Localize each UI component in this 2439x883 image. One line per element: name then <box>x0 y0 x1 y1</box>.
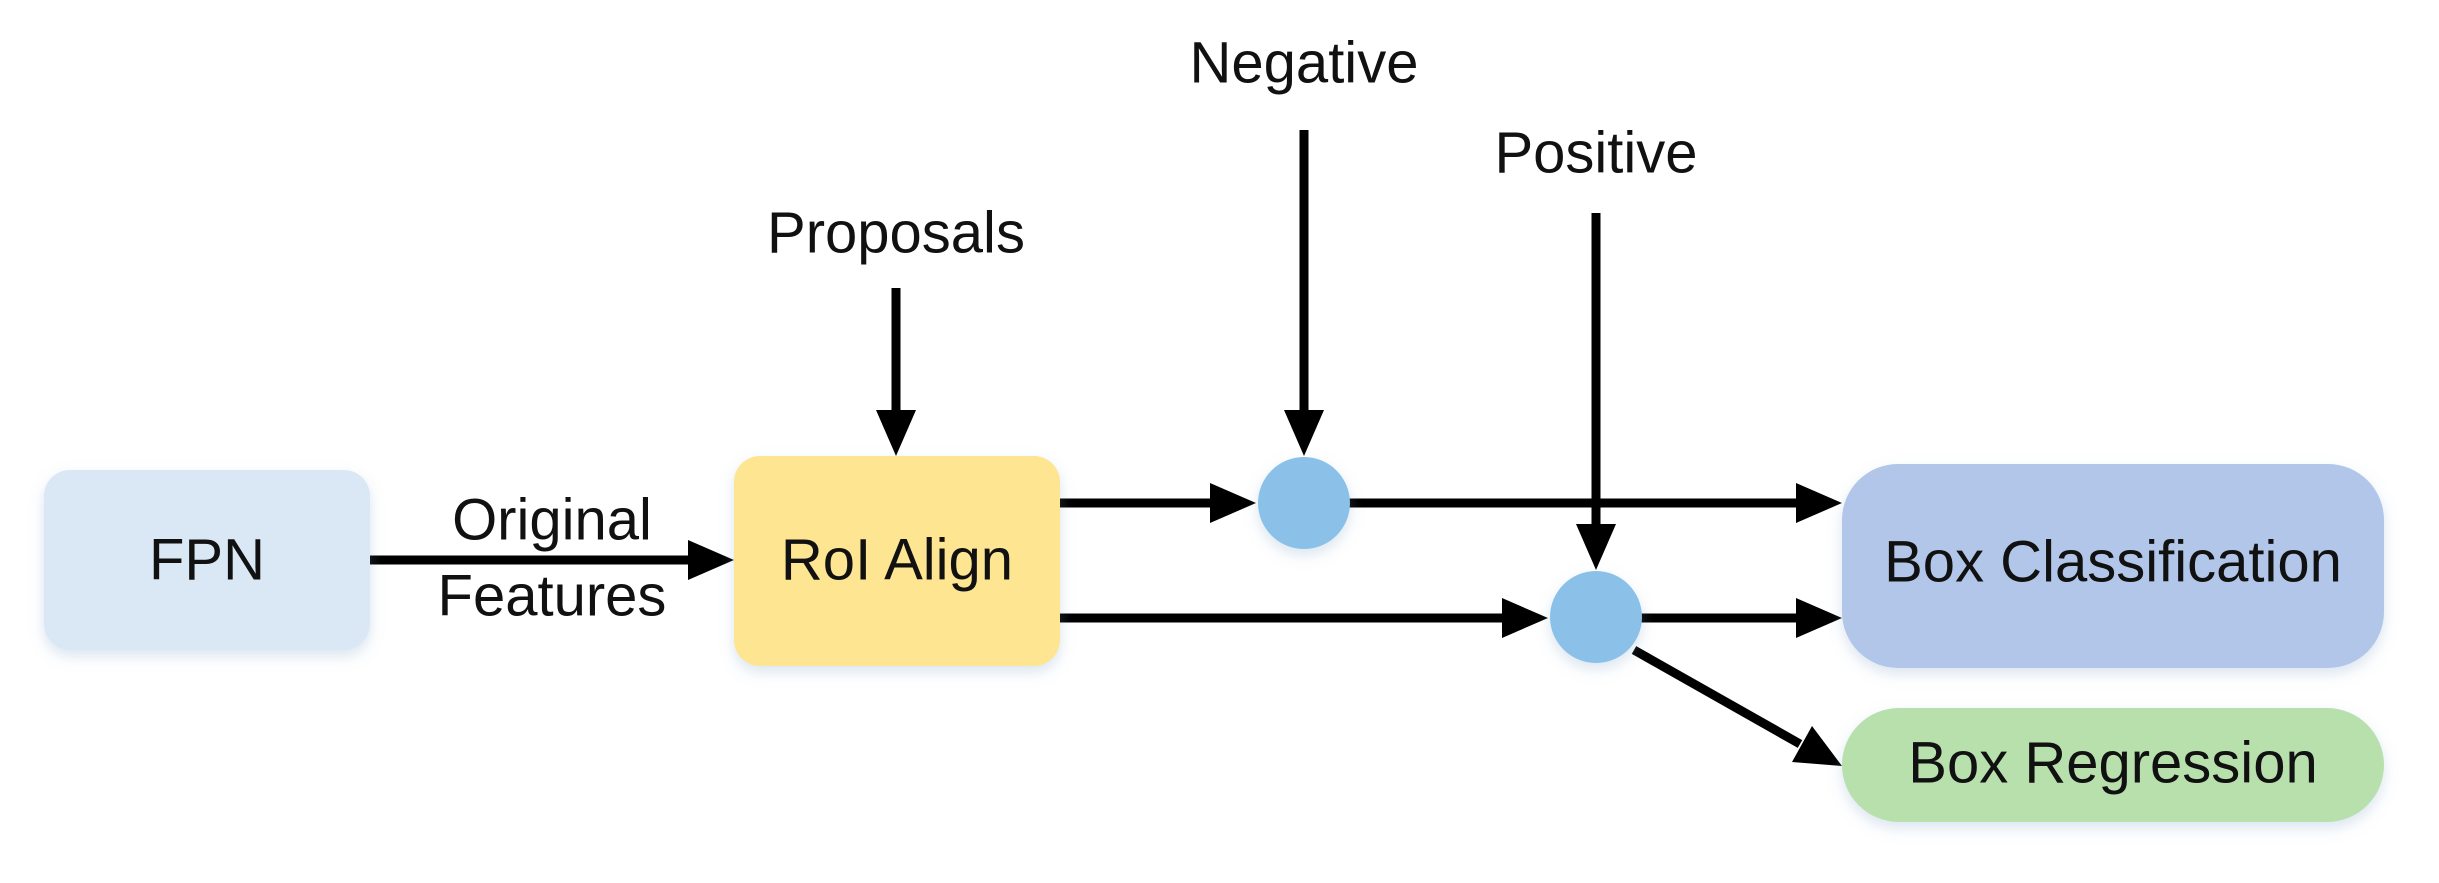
fpn-label: FPN <box>149 528 265 593</box>
arrowhead-box-regression <box>1792 726 1842 766</box>
fpn-box <box>44 470 370 650</box>
arrowhead-negative-sampler-input <box>1210 483 1256 523</box>
roi-align-label: RoI Align <box>781 528 1013 593</box>
original-features-label-line2: Features <box>438 564 667 629</box>
box-classification-label: Box Classification <box>1884 530 2342 595</box>
roi-align-node: RoI Align <box>734 456 1060 666</box>
arrowhead-roi-align-input <box>688 540 734 580</box>
negative-sampler-junction <box>1258 457 1350 549</box>
positive-sampler-junction <box>1550 571 1642 663</box>
roi-align-box <box>734 456 1060 666</box>
edge-positive-sampler-to-box-regression <box>1631 646 1803 748</box>
box-regression-label: Box Regression <box>1908 731 2317 796</box>
arrowhead-positive <box>1576 524 1616 570</box>
proposals-label: Proposals <box>767 201 1025 266</box>
arrowhead-positive-sampler-input <box>1502 598 1548 638</box>
arrowhead-box-classification-lower <box>1796 598 1842 638</box>
box-classification-node: Box Classification <box>1842 464 2384 668</box>
fpn-node: FPN <box>44 470 370 650</box>
arrowhead-negative <box>1284 410 1324 456</box>
original-features-label-line1: Original <box>452 488 652 553</box>
box-regression-node: Box Regression <box>1842 708 2384 822</box>
arrowhead-proposals <box>876 410 916 456</box>
negative-label: Negative <box>1190 31 1419 96</box>
arrowhead-box-classification-upper <box>1796 483 1842 523</box>
edges <box>368 130 1803 748</box>
positive-label: Positive <box>1494 121 1697 186</box>
box-classification-box <box>1842 464 2384 668</box>
box-regression-box <box>1842 708 2384 822</box>
arrowheads <box>688 410 1842 766</box>
